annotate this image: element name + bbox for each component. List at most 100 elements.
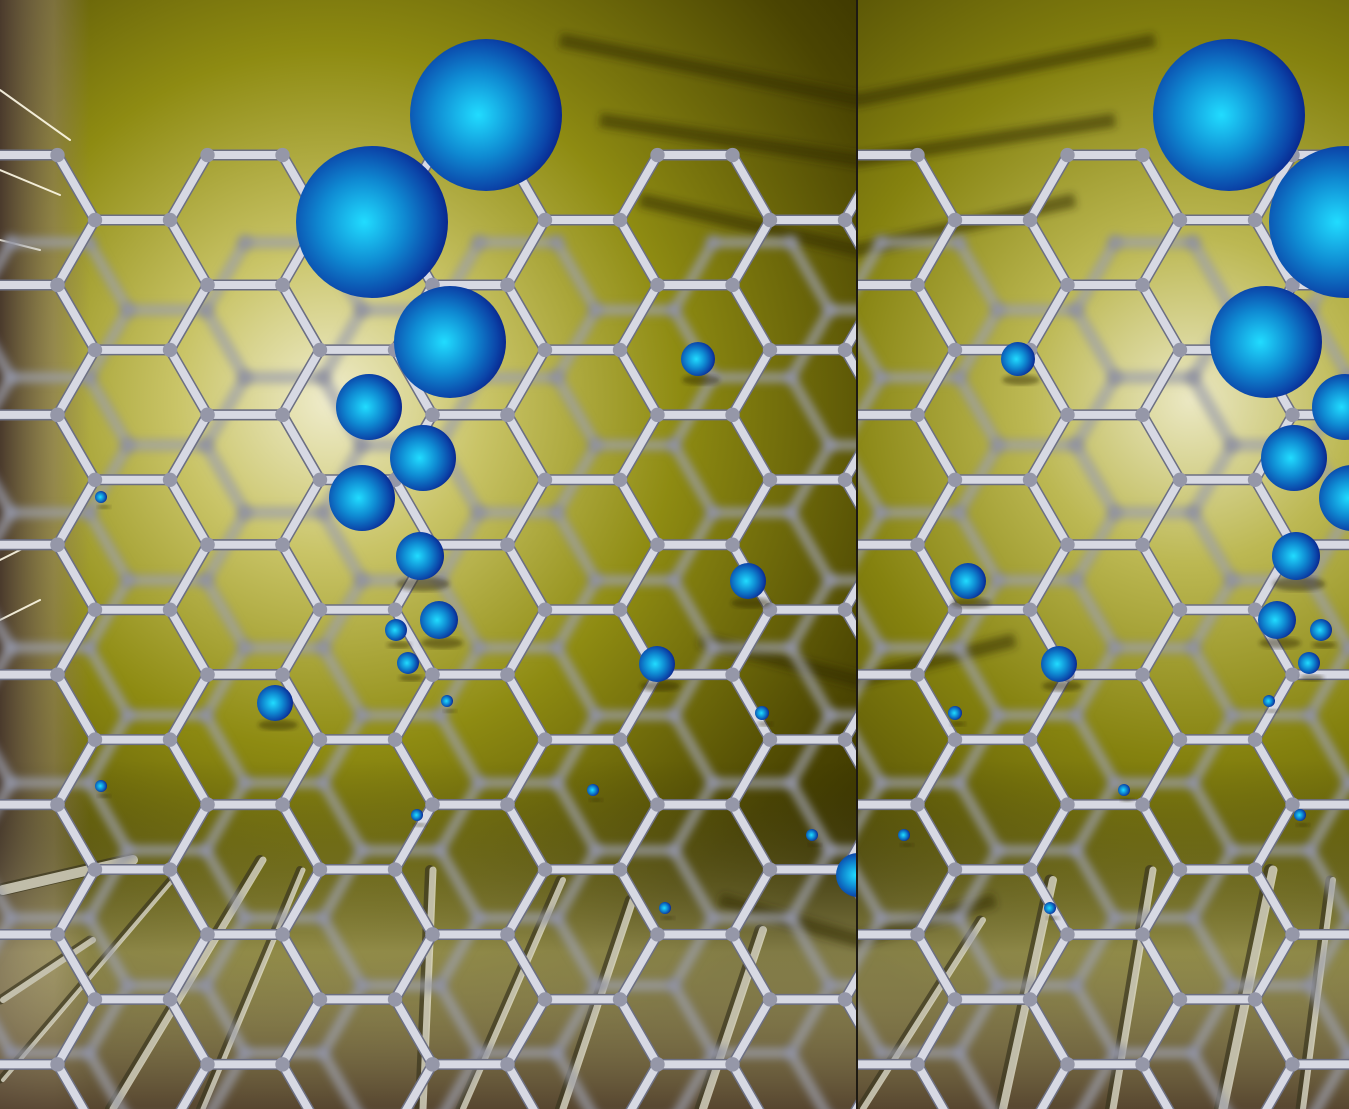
- sphere-shadow: [1042, 680, 1082, 692]
- sphere-shadow: [900, 843, 914, 847]
- sphere-shadow: [421, 637, 463, 649]
- lattice-atom: [762, 862, 778, 877]
- light-streak: [0, 599, 41, 621]
- lattice-atom: [821, 301, 839, 319]
- lattice-atom: [197, 706, 215, 725]
- sphere-shadow: [413, 823, 427, 827]
- lattice-atom: [1022, 732, 1038, 747]
- lattice-bond: [857, 237, 886, 295]
- sphere-shadow: [1120, 798, 1134, 802]
- lattice-atom: [2, 368, 20, 387]
- lattice-atom: [650, 797, 665, 812]
- blue-sphere: [587, 784, 599, 796]
- lattice-atom: [312, 342, 328, 358]
- lattice-bond: [53, 605, 99, 679]
- lattice-atom: [537, 862, 553, 877]
- lattice-atom: [782, 1044, 800, 1063]
- lattice-atom: [725, 927, 740, 942]
- lattice-atom: [353, 841, 371, 860]
- lattice-bond: [552, 507, 601, 586]
- lattice-atom: [725, 277, 740, 293]
- lattice-bond: [669, 777, 718, 856]
- lattice-bond: [1138, 410, 1184, 484]
- blue-sphere: [681, 342, 715, 376]
- lattice-bond: [278, 800, 324, 874]
- lattice-atom: [162, 992, 178, 1007]
- lattice-bond: [53, 216, 99, 289]
- lattice-bond: [1026, 735, 1072, 809]
- lattice-bond: [201, 777, 250, 856]
- lattice-bond: [435, 777, 484, 856]
- lattice-bond: [503, 670, 549, 744]
- lattice-atom: [2, 773, 20, 792]
- lattice-bond: [1138, 735, 1184, 809]
- lattice-bond: [435, 980, 484, 1059]
- lattice-bond: [503, 410, 549, 484]
- lattice-bond: [913, 605, 959, 679]
- lattice-atom: [910, 797, 925, 812]
- lattice-atom: [872, 503, 890, 522]
- lattice-bond: [503, 216, 549, 289]
- lattice-atom: [2, 233, 20, 252]
- lattice-atom: [950, 368, 968, 387]
- lattice-atom: [837, 732, 853, 747]
- lattice-bond: [913, 410, 959, 484]
- lattice-bond: [435, 710, 484, 788]
- lattice-bond: [53, 151, 99, 224]
- lattice-bond: [278, 735, 324, 809]
- lattice-atom: [312, 732, 328, 747]
- lattice-atom: [87, 212, 103, 228]
- lattice-atom: [1247, 992, 1263, 1007]
- lattice-atom: [872, 638, 890, 657]
- lattice-atom: [1285, 407, 1300, 423]
- lattice-bond: [503, 865, 549, 939]
- lattice-atom: [947, 212, 963, 228]
- lattice-atom: [725, 667, 740, 682]
- lattice-bond: [1071, 237, 1120, 315]
- lattice-atom: [197, 841, 215, 860]
- lattice-bond: [278, 345, 324, 419]
- lattice-atom: [236, 1044, 254, 1063]
- lattice-atom: [312, 602, 328, 617]
- lattice-bond: [318, 845, 367, 923]
- lattice-bond: [53, 800, 99, 874]
- lattice-atom: [704, 1044, 722, 1063]
- lattice-atom: [704, 908, 722, 927]
- lattice-atom: [537, 212, 553, 228]
- lattice-bond: [503, 930, 549, 1004]
- lattice-bond: [552, 642, 601, 721]
- light-streak: [0, 89, 71, 141]
- lattice-bond: [166, 670, 212, 744]
- lattice-bond: [728, 930, 774, 1004]
- lattice-bond: [391, 865, 437, 939]
- lattice-bond: [201, 440, 250, 518]
- lattice-atom: [1247, 472, 1263, 488]
- lattice-bond: [616, 930, 662, 1004]
- lattice-bond: [616, 216, 662, 289]
- lattice-atom: [353, 436, 371, 455]
- lattice-atom: [1022, 472, 1038, 488]
- lattice-bond: [0, 888, 16, 923]
- sphere-shadow: [1311, 641, 1337, 649]
- blue-sphere: [329, 465, 395, 531]
- lattice-bond: [1138, 475, 1184, 549]
- lattice-atom: [1135, 407, 1150, 423]
- lattice-bond: [391, 670, 437, 744]
- lattice-atom: [162, 342, 178, 358]
- lattice-atom: [197, 436, 215, 455]
- lattice-atom: [2, 1044, 20, 1063]
- lattice-atom: [80, 638, 98, 657]
- lattice-atom: [548, 773, 566, 792]
- lattice-atom: [314, 368, 332, 387]
- lattice-bond: [728, 670, 774, 744]
- lattice-atom: [821, 841, 839, 860]
- lattice-atom: [548, 638, 566, 657]
- blue-sphere: [1294, 809, 1306, 821]
- lattice-bond: [627, 1060, 662, 1109]
- lattice-bond: [84, 237, 133, 315]
- lattice-bond: [166, 151, 212, 224]
- lattice-bond: [1071, 305, 1120, 383]
- lattice-bond: [669, 575, 718, 653]
- lattice-atom: [50, 537, 65, 552]
